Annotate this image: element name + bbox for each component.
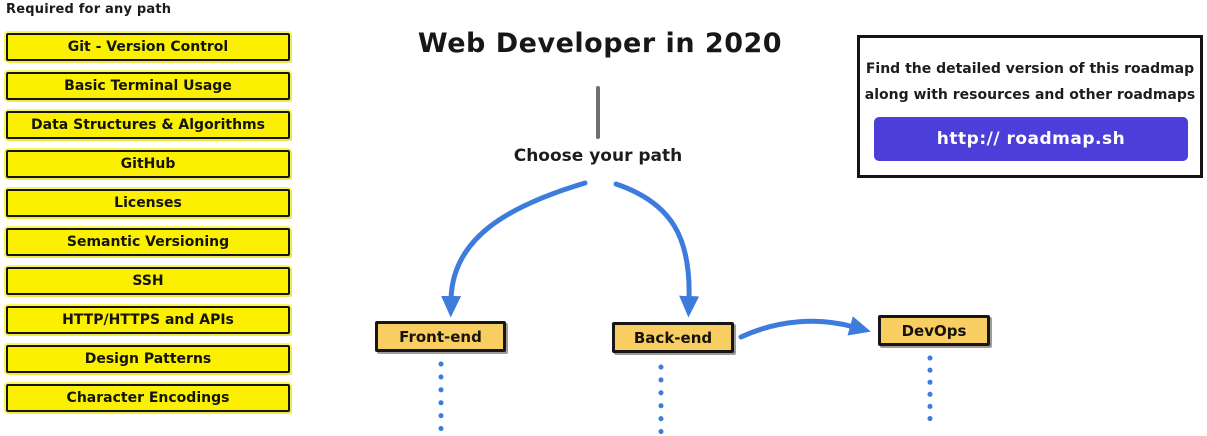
- info-line-2: along with resources and other roadmaps: [864, 87, 1196, 103]
- skill-box-semantic-versioning[interactable]: Semantic Versioning: [6, 228, 290, 256]
- arrow-to-frontend: [441, 180, 588, 318]
- arrow-backend-to-devops: [738, 316, 871, 340]
- skill-box-http-https-apis[interactable]: HTTP/HTTPS and APIs: [6, 306, 290, 334]
- path-box-devops[interactable]: DevOps: [878, 315, 990, 346]
- path-box-backend[interactable]: Back-end: [612, 322, 734, 353]
- skill-box-character-encodings[interactable]: Character Encodings: [6, 384, 290, 412]
- skill-box-design-patterns[interactable]: Design Patterns: [6, 345, 290, 373]
- skill-box-ssh[interactable]: SSH: [6, 267, 290, 295]
- path-box-frontend[interactable]: Front-end: [375, 321, 506, 352]
- choose-your-path-label: Choose your path: [513, 146, 683, 166]
- arrow-to-backend: [613, 181, 700, 318]
- skill-box-github[interactable]: GitHub: [6, 150, 290, 178]
- page-title: Web Developer in 2020: [417, 28, 783, 59]
- skill-box-git-version-control[interactable]: Git - Version Control: [6, 33, 290, 61]
- skill-box-licenses[interactable]: Licenses: [6, 189, 290, 217]
- info-line-1: Find the detailed version of this roadma…: [865, 61, 1195, 77]
- required-path-heading: Required for any path: [6, 2, 172, 17]
- info-box: Find the detailed version of this roadma…: [857, 35, 1203, 178]
- roadmap-url-button[interactable]: http:// roadmap.sh: [874, 117, 1188, 161]
- skill-box-basic-terminal-usage[interactable]: Basic Terminal Usage: [6, 72, 290, 100]
- required-path-panel: Required for any path Git - Version Cont…: [6, 2, 290, 423]
- skill-box-data-structures-algorithms[interactable]: Data Structures & Algorithms: [6, 111, 290, 139]
